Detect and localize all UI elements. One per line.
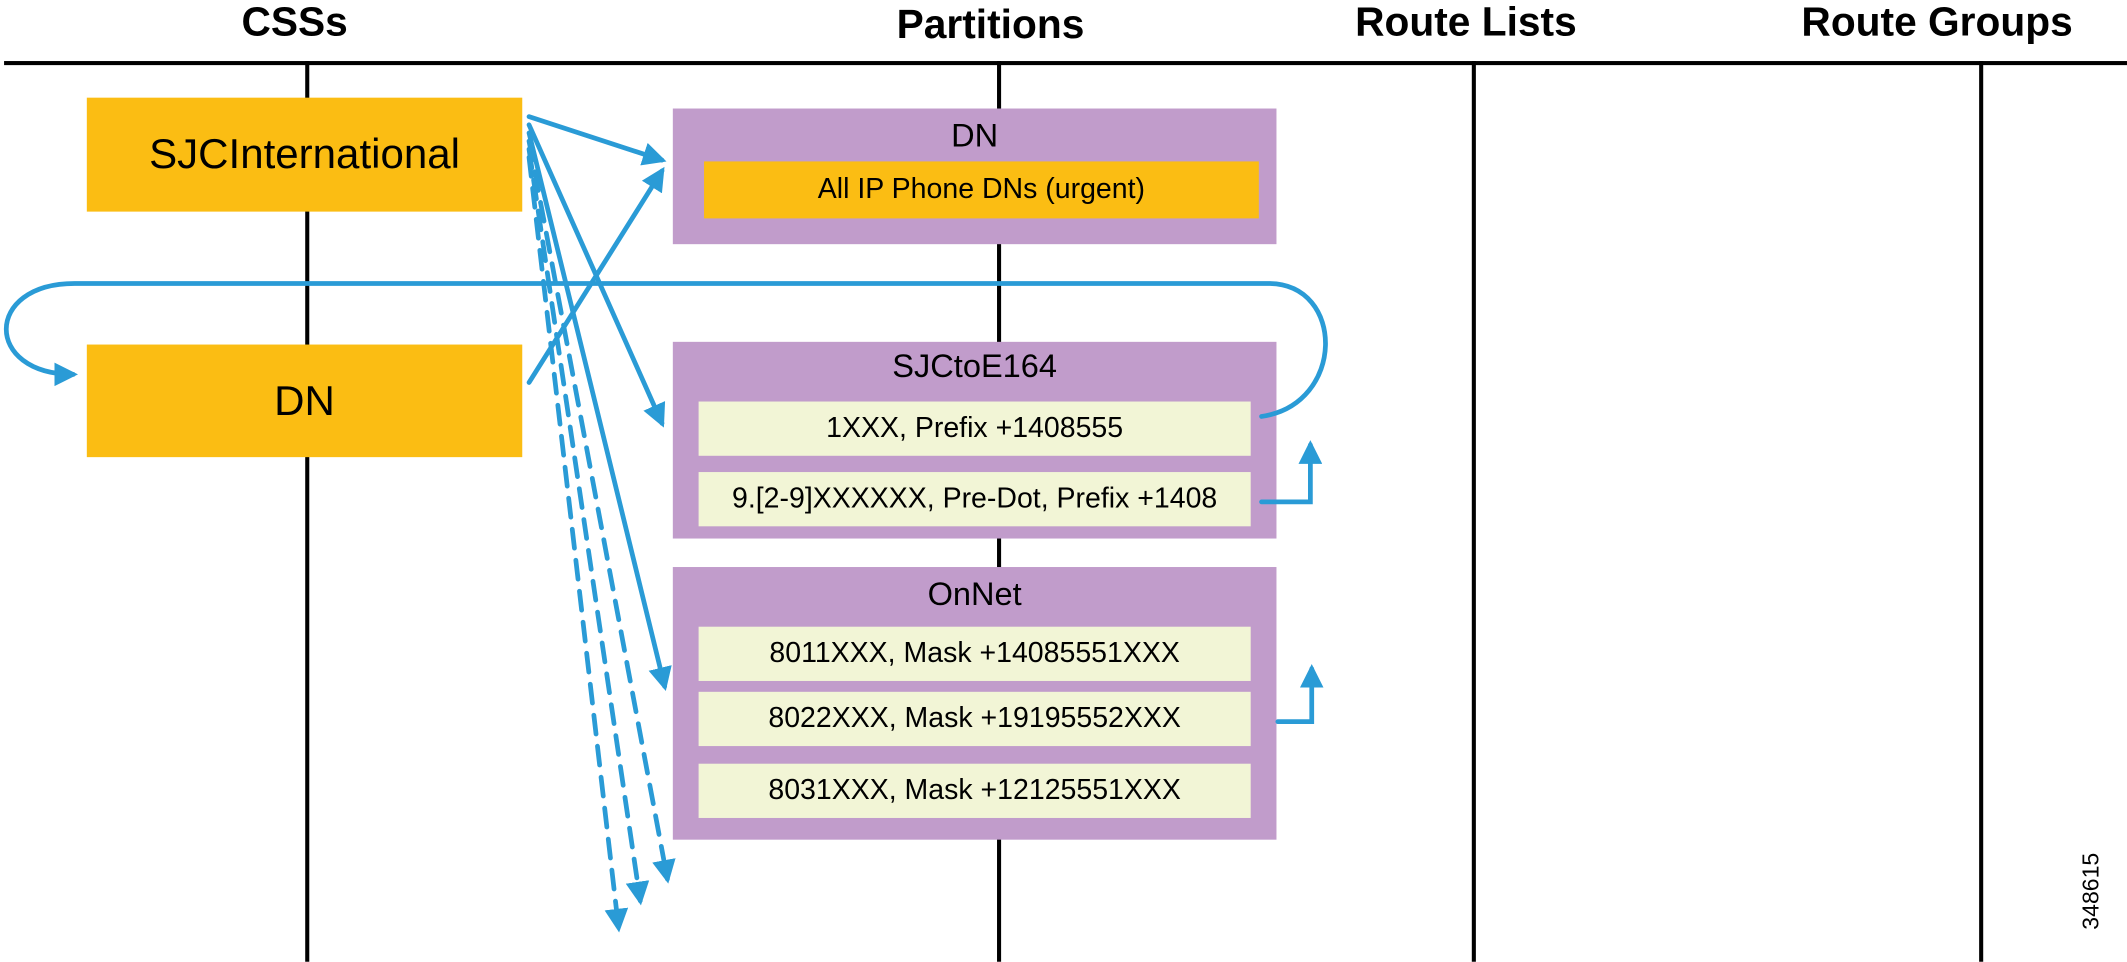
column-header-css: CSSs (241, 0, 348, 45)
css-box-label: SJCInternational (149, 130, 460, 178)
arrow-sjc-to-dn-partition (526, 114, 667, 166)
pattern-8031xxx[interactable]: 8031XXX, Mask +12125551XXX (698, 763, 1251, 818)
css-box-sjcinternational[interactable]: SJCInternational (86, 97, 523, 212)
arrow-loop-to-dn-css (4, 281, 1328, 419)
route-lists-column-line (1471, 61, 1476, 962)
css-box-label: DN (274, 376, 335, 424)
pattern-1xxx[interactable]: 1XXX, Prefix +1408555 (698, 401, 1251, 456)
arrow-onnet-to-route-lists (1275, 664, 1324, 725)
pattern-8011xxx[interactable]: 8011XXX, Mask +14085551XXX (698, 626, 1251, 681)
partition-dn[interactable]: DN All IP Phone DNs (urgent) (672, 108, 1277, 245)
column-header-route-groups: Route Groups (1801, 0, 2073, 45)
partition-onnet[interactable]: OnNet 8011XXX, Mask +14085551XXX 8022XXX… (672, 567, 1277, 840)
css-box-dn[interactable]: DN (86, 344, 523, 458)
column-header-partitions: Partitions (896, 2, 1085, 48)
header-divider (4, 61, 2127, 66)
arrow-sjc-to-onnet (526, 130, 672, 692)
figure-id: 348615 (2078, 852, 2104, 930)
pattern-9-dot[interactable]: 9.[2-9]XXXXXX, Pre-Dot, Prefix +1408 (698, 472, 1251, 527)
pattern-all-ip-phone-dns[interactable]: All IP Phone DNs (urgent) (704, 161, 1259, 219)
partition-title: DN (951, 118, 999, 155)
partition-sjctoe164[interactable]: SJCtoE164 1XXX, Prefix +1408555 9.[2-9]X… (672, 341, 1277, 539)
route-groups-column-line (1979, 61, 1984, 962)
pattern-8022xxx[interactable]: 8022XXX, Mask +19195552XXX (698, 691, 1251, 747)
arrow-dashed-2 (526, 146, 650, 906)
css-column-line (305, 61, 310, 962)
partition-title: SJCtoE164 (892, 348, 1057, 386)
arrow-sjctoe164-to-route-lists (1259, 440, 1323, 505)
partition-title: OnNet (927, 576, 1022, 614)
column-header-route-lists: Route Lists (1355, 0, 1577, 45)
arrow-dashed-1 (526, 138, 676, 884)
